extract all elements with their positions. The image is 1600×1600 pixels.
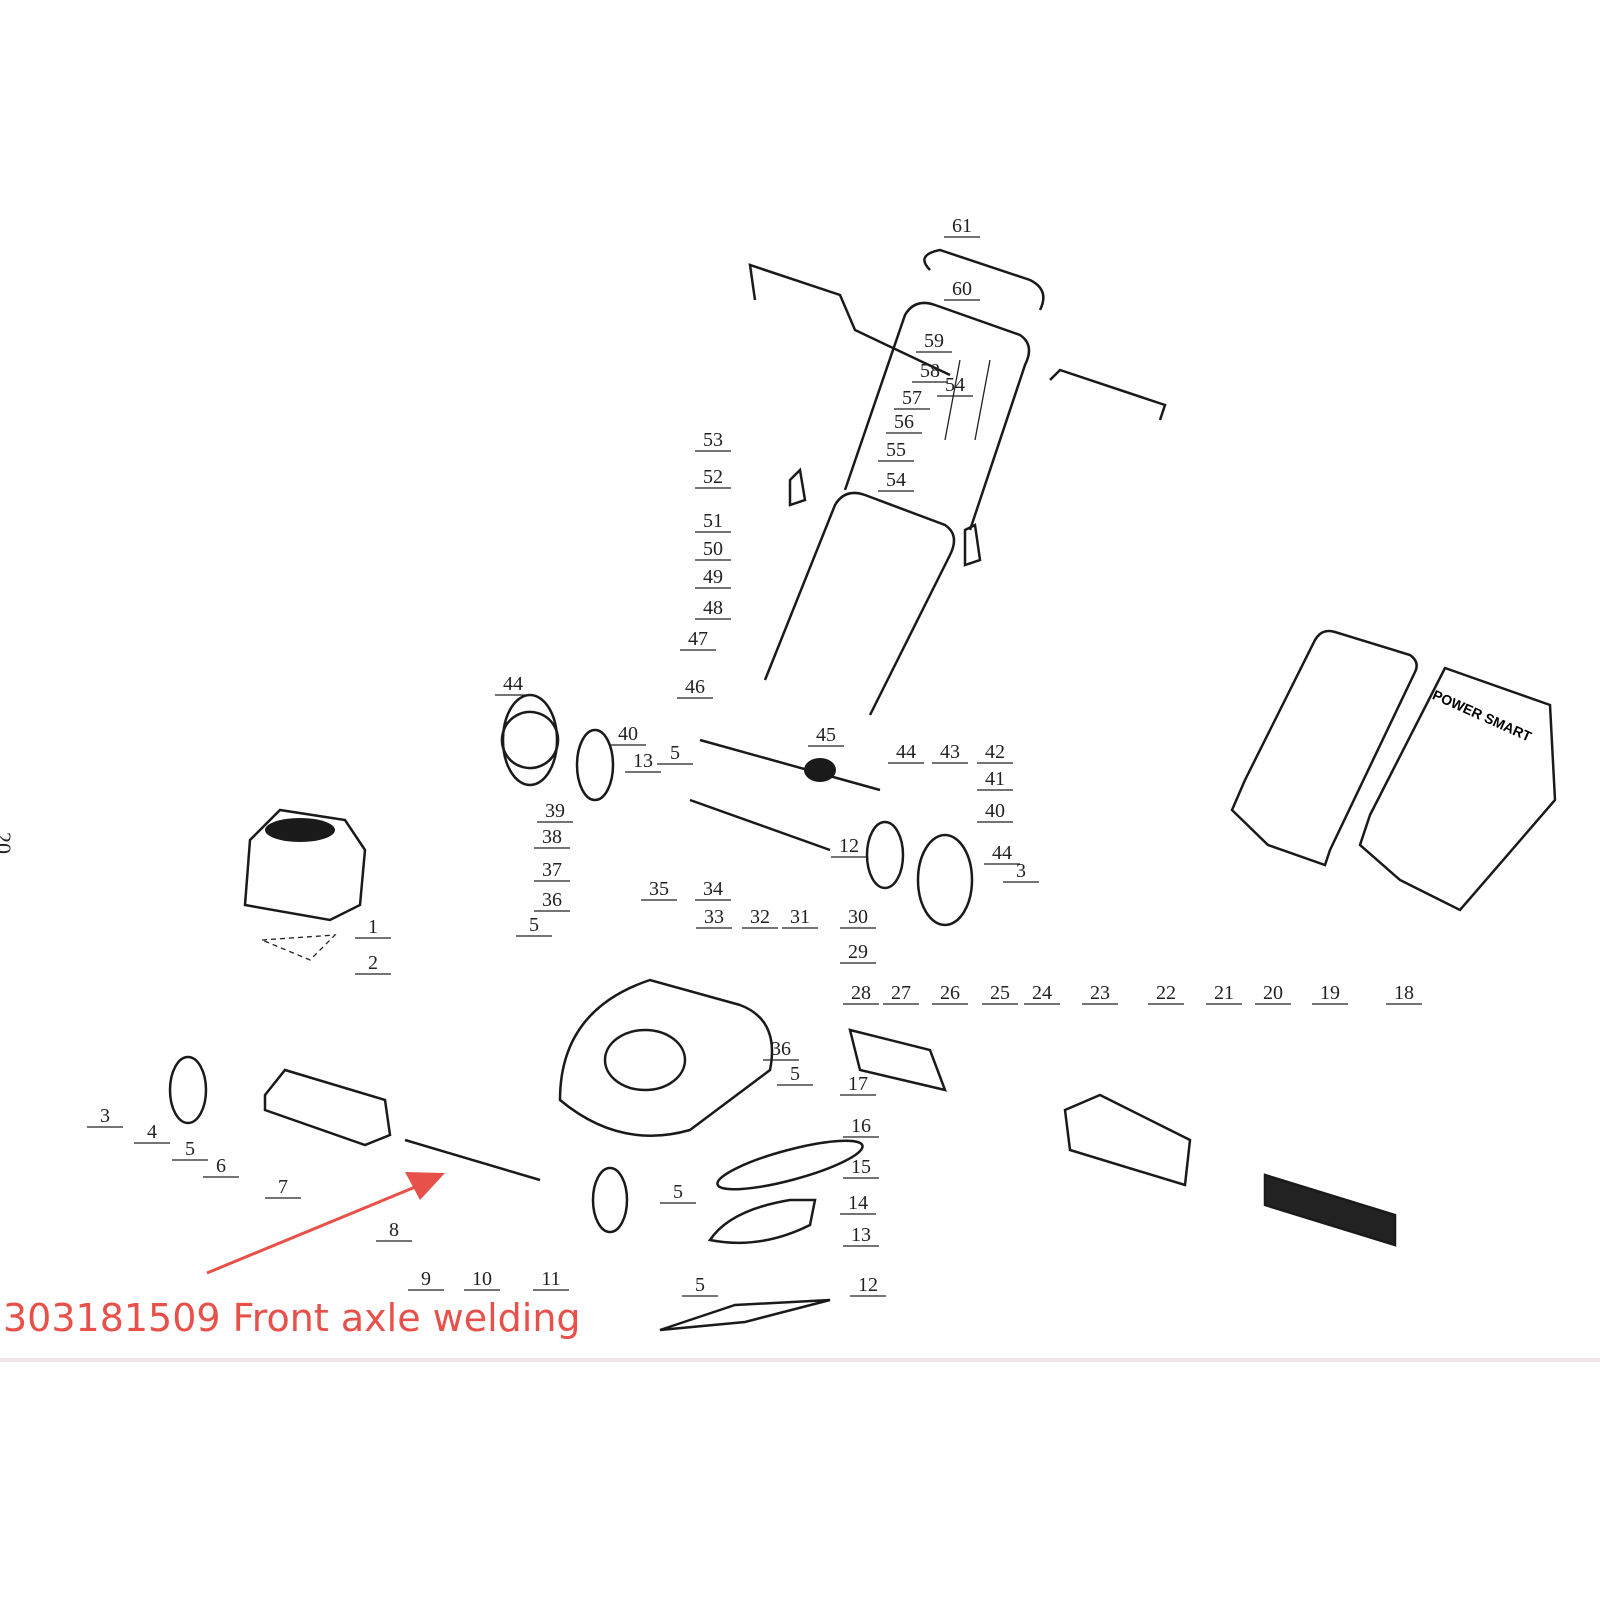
part-rear-flap bbox=[848, 1028, 947, 1092]
part-number-label: 44 bbox=[503, 673, 523, 695]
callout-arrow bbox=[206, 1183, 421, 1275]
part-number-label: 56 bbox=[894, 411, 914, 433]
part-number-label: 53 bbox=[703, 429, 723, 451]
part-number-label: 26 bbox=[940, 982, 960, 1004]
part-front-cover bbox=[263, 1068, 392, 1147]
part-number-label: 12 bbox=[839, 835, 859, 857]
part-number-label: 13 bbox=[633, 750, 653, 772]
part-discharge-chute bbox=[1063, 1093, 1192, 1187]
part-number-label: 21 bbox=[1214, 982, 1234, 1004]
part-number-label: 59 bbox=[924, 330, 944, 352]
part-number-label: 42 bbox=[985, 741, 1005, 763]
part-engine bbox=[243, 808, 367, 922]
part-number-label: 44 bbox=[896, 741, 916, 763]
part-number-label: 25 bbox=[990, 982, 1010, 1004]
part-number-label: 29 bbox=[848, 941, 868, 963]
part-lower-handle bbox=[763, 491, 956, 716]
part-number-label: 10 bbox=[472, 1268, 492, 1290]
part-number-label: 12 bbox=[858, 1274, 878, 1296]
part-number-label: 34 bbox=[703, 878, 723, 900]
part-number-label: 5 bbox=[670, 742, 680, 764]
part-number-label: 27 bbox=[891, 982, 911, 1004]
divider bbox=[0, 1358, 1600, 1362]
part-number-label: 36 bbox=[771, 1038, 791, 1060]
part-number-label: 37 bbox=[542, 859, 562, 881]
part-number-label: 36 bbox=[542, 889, 562, 911]
part-number-label: 18 bbox=[1394, 982, 1414, 1004]
part-front-axle bbox=[404, 1138, 541, 1182]
part-number-label: 51 bbox=[703, 510, 723, 532]
part-number-label: 40 bbox=[618, 723, 638, 745]
part-mulch-plug bbox=[1263, 1173, 1397, 1247]
part-number-label: 40 bbox=[985, 800, 1005, 822]
part-number-label: 60 bbox=[952, 278, 972, 300]
part-number-label: 31 bbox=[790, 906, 810, 928]
part-number-label: 48 bbox=[703, 597, 723, 619]
part-number-label: 1 bbox=[368, 916, 378, 938]
part-number-label: 38 bbox=[542, 826, 562, 848]
part-number-label: 5 bbox=[790, 1063, 800, 1085]
part-number-label: 16 bbox=[851, 1115, 871, 1137]
part-upper-handle bbox=[843, 301, 1031, 531]
part-number-label: 5 bbox=[185, 1138, 195, 1160]
part-number-label: 15 bbox=[851, 1156, 871, 1178]
part-number-label: 4 bbox=[147, 1121, 157, 1143]
part-number-label: 57 bbox=[902, 387, 922, 409]
part-number-label: 35 bbox=[649, 878, 669, 900]
part-number-label: 20 bbox=[1263, 982, 1283, 1004]
part-number-label: 28 bbox=[851, 982, 871, 1004]
part-number-label: 54 bbox=[945, 374, 965, 396]
part-number-label: 47 bbox=[688, 628, 708, 650]
part-number-label: 52 bbox=[703, 466, 723, 488]
part-number-label: 17 bbox=[848, 1073, 868, 1095]
part-number-label: 6 bbox=[216, 1155, 226, 1177]
part-number-label: 9 bbox=[421, 1268, 431, 1290]
part-number-label: 7 bbox=[278, 1176, 288, 1198]
part-number-label: 3 bbox=[1016, 860, 1026, 882]
part-grass-bag bbox=[1358, 666, 1557, 912]
part-number-label: 39 bbox=[545, 800, 565, 822]
part-number-label: 43 bbox=[940, 741, 960, 763]
part-number-label: 32 bbox=[750, 906, 770, 928]
part-number-label: 2 bbox=[368, 952, 378, 974]
part-number-label: 3 bbox=[100, 1105, 110, 1127]
part-caption: 303181509 Front axle welding bbox=[3, 1296, 581, 1340]
part-deck bbox=[558, 978, 774, 1137]
part-number-label: 61 bbox=[952, 215, 972, 237]
part-number-label: 45 bbox=[816, 724, 836, 746]
part-number-label: 54 bbox=[886, 469, 906, 491]
part-number-label: 11 bbox=[541, 1268, 560, 1290]
part-number-label: 8 bbox=[389, 1219, 399, 1241]
part-number-label: 49 bbox=[703, 566, 723, 588]
part-number-label: 13 bbox=[851, 1224, 871, 1246]
part-number-label: 58 bbox=[920, 360, 940, 382]
part-grass-bag-frame bbox=[1230, 629, 1418, 867]
part-number-label: 46 bbox=[685, 676, 705, 698]
part-blade bbox=[659, 1298, 831, 1332]
part-number-label: 50 bbox=[703, 538, 723, 560]
part-rear-axle bbox=[699, 738, 881, 792]
part-number-label: 30 bbox=[848, 906, 868, 928]
part-number-label: 22 bbox=[1156, 982, 1176, 1004]
part-number-label: 55 bbox=[886, 439, 906, 461]
part-number-label: 19 bbox=[1320, 982, 1340, 1004]
part-number-label: 44 bbox=[992, 842, 1012, 864]
part-handle-grip bbox=[923, 248, 1045, 311]
part-number-label: 5 bbox=[529, 914, 539, 936]
part-cable-left bbox=[748, 263, 951, 377]
part-number-label: 24 bbox=[1032, 982, 1052, 1004]
part-number-label: 33 bbox=[704, 906, 724, 928]
part-number-label: 5 bbox=[673, 1181, 683, 1203]
part-cable-right bbox=[1049, 368, 1167, 421]
arrow-head-icon bbox=[405, 1172, 445, 1200]
part-number-label: 14 bbox=[848, 1192, 868, 1214]
part-number-label: 23 bbox=[1090, 982, 1110, 1004]
part-number-label: 41 bbox=[985, 768, 1005, 790]
part-number-label: 5 bbox=[695, 1274, 705, 1296]
